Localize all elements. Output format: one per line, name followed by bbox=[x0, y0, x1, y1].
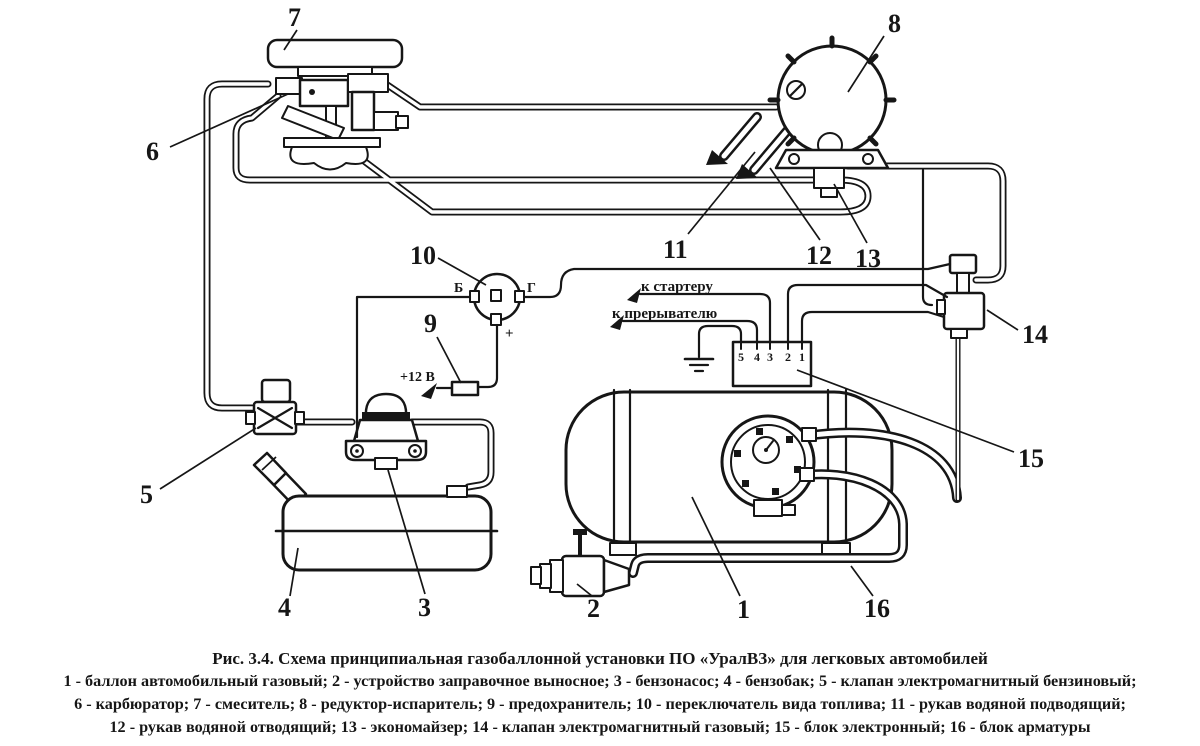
plus12-arrow-icon bbox=[421, 383, 437, 399]
carburetor bbox=[275, 73, 409, 171]
wire-switch-to-gas-valve bbox=[522, 262, 952, 299]
gas-solenoid-valve bbox=[936, 253, 986, 339]
callout-12: 12 bbox=[806, 241, 832, 270]
figure-caption: Рис. 3.4. Схема принципиальная газобалло… bbox=[212, 649, 988, 668]
callout-3: 3 bbox=[418, 593, 431, 622]
wiring bbox=[355, 262, 952, 439]
callout-4: 4 bbox=[278, 593, 291, 622]
callout-6: 6 bbox=[146, 137, 159, 166]
callout-16: 16 bbox=[864, 594, 890, 623]
fuel-type-switch bbox=[469, 272, 525, 326]
terminal-label: 1 bbox=[799, 350, 805, 364]
economizer bbox=[813, 167, 845, 189]
wire-switch-to-pump bbox=[355, 295, 472, 439]
leader-lines bbox=[159, 29, 1019, 597]
wire-to-breaker bbox=[621, 319, 759, 344]
terminal-label: 5 bbox=[738, 350, 744, 364]
callout-8: 8 bbox=[888, 9, 901, 38]
legend-line-3: 12 - рукав водяной отводящий; 13 - эконо… bbox=[109, 718, 1091, 736]
armature-block bbox=[720, 414, 817, 517]
plus-12v-label: +12 В bbox=[400, 370, 435, 385]
callout-14: 14 bbox=[1022, 320, 1048, 349]
mixer bbox=[266, 38, 404, 77]
callout-2: 2 bbox=[587, 594, 600, 623]
switch-plus-label: + bbox=[505, 326, 514, 342]
callout-9: 9 bbox=[424, 309, 437, 338]
fuse bbox=[450, 380, 480, 397]
petrol-solenoid-valve bbox=[245, 378, 305, 436]
terminal-label: 3 bbox=[767, 350, 773, 364]
to-breaker-label: к прерывателю bbox=[612, 306, 717, 322]
fuel-pump bbox=[344, 392, 428, 470]
text-annotations: к стартеру к прерывателю +12 В Б Г + bbox=[400, 279, 717, 385]
breaker-arrow-icon bbox=[610, 315, 624, 330]
hose-end-11 bbox=[706, 150, 728, 165]
terminal-label: 2 bbox=[785, 350, 791, 364]
figure-legend: 1 - баллон автомобильный газовый; 2 - ус… bbox=[0, 670, 1200, 739]
switch-petrol-label: Б bbox=[454, 281, 463, 296]
electronic-block: 5 4 3 2 1 bbox=[731, 340, 813, 388]
fuel-tank bbox=[252, 451, 499, 572]
reducer-evaporator bbox=[706, 35, 897, 198]
to-starter-label: к стартеру bbox=[641, 279, 713, 295]
wire-switch-to-fuse bbox=[476, 323, 499, 389]
callout-7: 7 bbox=[288, 3, 301, 32]
starter-arrow-icon bbox=[627, 288, 641, 303]
callout-5: 5 bbox=[140, 480, 153, 509]
legend-line-2: 6 - карбюратор; 7 - смеситель; 8 - редук… bbox=[74, 695, 1126, 713]
wire-block-t2 bbox=[786, 283, 949, 344]
wire-ground bbox=[697, 324, 743, 359]
switch-gas-label: Г bbox=[527, 281, 536, 296]
wire-block-t1 bbox=[800, 310, 946, 344]
wire-to-starter bbox=[638, 292, 772, 344]
gas-pipe-to-valve bbox=[921, 168, 934, 307]
filling-device bbox=[530, 529, 631, 598]
legend-line-1: 1 - баллон автомобильный газовый; 2 - ус… bbox=[63, 672, 1137, 690]
callout-10: 10 bbox=[410, 241, 436, 270]
piping bbox=[207, 82, 1003, 573]
terminal-label: 4 bbox=[754, 350, 760, 364]
callout-13: 13 bbox=[855, 244, 881, 273]
callout-1: 1 bbox=[737, 595, 750, 624]
callout-numbers: 7 6 8 10 9 11 12 13 14 15 5 4 3 2 1 16 bbox=[140, 3, 1048, 624]
ground-symbol bbox=[683, 357, 715, 373]
callout-11: 11 bbox=[663, 235, 688, 264]
callout-15: 15 bbox=[1018, 444, 1044, 473]
schematic-diagram: 5 4 3 2 1 bbox=[140, 3, 1048, 624]
